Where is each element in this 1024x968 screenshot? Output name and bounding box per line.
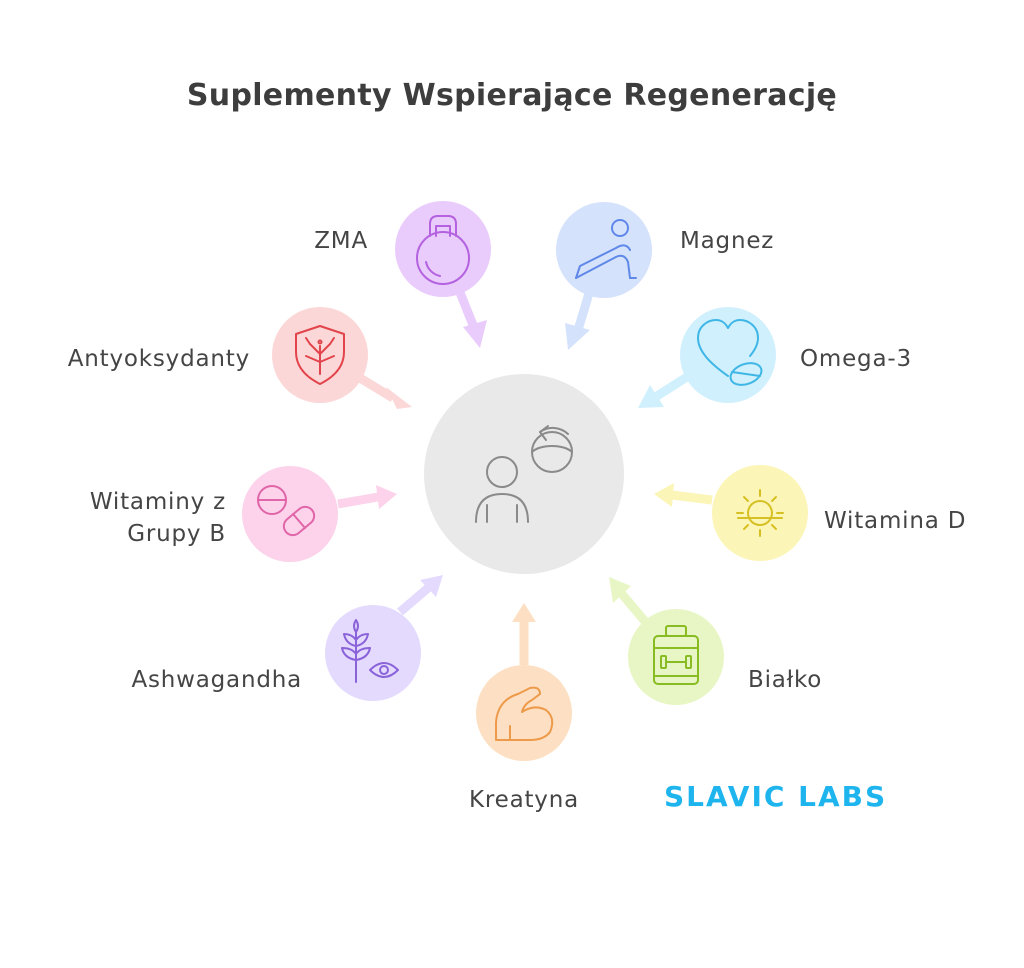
flexed-arm-icon: [495, 686, 554, 741]
node-bialko: [628, 609, 724, 705]
stretching-person-icon: [575, 219, 637, 279]
arrow-magnez: [565, 288, 595, 350]
node-kreatyna: [476, 665, 572, 761]
node-magnez: [556, 202, 652, 298]
protein-jar-icon: [653, 625, 699, 685]
herb-eye-icon: [341, 619, 399, 683]
node-witb: [242, 466, 338, 562]
node-omega: [680, 307, 776, 403]
slavic-labs-logo: SLAVIC LABS: [664, 780, 888, 813]
label-magnez: Magnez: [680, 228, 775, 254]
shield-icon: [295, 325, 345, 385]
arrow-anty: [357, 374, 412, 409]
label-zma: ZMA: [314, 228, 368, 254]
center-node: [424, 374, 624, 574]
label-anty: Antyoksydanty: [67, 346, 250, 372]
node-witd: [712, 465, 808, 561]
kettlebell-icon: [416, 215, 470, 285]
arrow-zma: [452, 283, 487, 348]
arrow-kreatyna: [512, 603, 536, 665]
diagram-title: Suplementy Wspierające Regenerację: [186, 78, 838, 113]
node-ashwa: [325, 605, 421, 701]
arrows: [337, 283, 713, 665]
label-witb: Witaminy z Grupy B: [40, 486, 226, 550]
arrow-omega: [638, 371, 693, 408]
label-witb-line1: Witaminy z: [89, 489, 226, 515]
node-zma: [395, 201, 491, 297]
recovery-person-icon: [475, 425, 573, 523]
label-witd: Witamina D: [824, 508, 967, 534]
label-ashwa: Ashwagandha: [131, 667, 302, 693]
heart-pill-icon: [697, 319, 763, 386]
sun-icon: [736, 489, 784, 537]
arrow-ashwa: [397, 575, 443, 616]
node-anty: [272, 307, 368, 403]
label-kreatyna: Kreatyna: [469, 787, 579, 813]
label-witb-line2: Grupy B: [127, 521, 226, 547]
label-omega: Omega-3: [800, 346, 912, 372]
arrow-witd: [654, 483, 713, 507]
arrow-bialko: [609, 577, 652, 628]
arrow-witb: [337, 485, 397, 509]
pills-icon: [257, 485, 316, 537]
label-bialko: Białko: [748, 667, 823, 693]
